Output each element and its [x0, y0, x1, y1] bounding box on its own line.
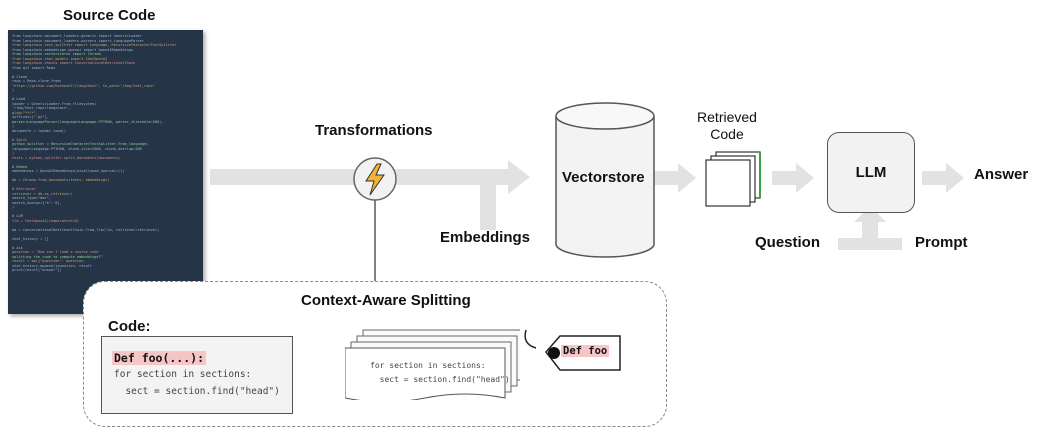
source-code-line: embeddings = OpenAIEmbeddings(disallowed… [12, 169, 125, 173]
source-code-line: parser=LanguageParser(language=Language.… [12, 119, 164, 124]
source-code-line: chat_history = [] [12, 236, 49, 241]
retrieved-code-label: Retrieved Code [697, 109, 757, 142]
source-code-title: Source Code [63, 7, 156, 24]
source-code-line: glob="**/*", [12, 110, 38, 115]
source-code-line: from langchain.vectorstores import Chrom… [12, 52, 101, 56]
def-foo-highlight: Def foo(...): [112, 351, 207, 365]
arrow-vectorstore-to-retrieved [654, 171, 680, 185]
source-code-line: "https://github.com/hwchase17/langchain"… [12, 83, 155, 88]
source-code-line: db = Chroma.from_documents(texts, embedd… [12, 178, 110, 182]
arrow-llm-to-answer [922, 171, 948, 185]
source-code-line: language=Language.PYTHON, chunk_size=200… [12, 146, 142, 151]
split-doc-line-2: sect = section.find("head") [370, 375, 510, 384]
transformations-title: Transformations [315, 122, 433, 139]
source-code-line: result = qa({"question": question, [12, 259, 86, 263]
code-label: Code: [108, 318, 151, 335]
metadata-tag-text: Def foo [561, 345, 610, 357]
source-code-line: ) [12, 205, 15, 209]
source-code-line: # LLM [12, 214, 23, 218]
source-code-line: from langchain.chat_models import ChatOp… [12, 56, 108, 61]
source-code-line: # Ask [12, 245, 23, 250]
code-example-box [101, 336, 293, 414]
split-doc-line-1: for section in sections: [370, 361, 486, 370]
llm-label: LLM [855, 164, 887, 181]
arrow-embeddings-stem [480, 184, 496, 230]
context-aware-splitting-title: Context-Aware Splitting [301, 292, 471, 309]
arrow-head-vectorstore [508, 160, 530, 194]
source-code-line: splitting the code to compute embeddings… [12, 254, 103, 259]
source-code-line: ) [12, 151, 15, 155]
source-code-line: qa = ConversationalRetrievalChain.from_l… [12, 227, 160, 232]
source-code-line: search_kwargs={"k": 8}, [12, 200, 62, 205]
source-code-line: ) [12, 88, 15, 92]
source-code-line: # Clone [12, 74, 28, 79]
source-code-line: # Split [12, 137, 28, 142]
source-code-screen: from langchain.document_loaders.generic … [8, 30, 203, 314]
source-code-line: "/tmp/test_repo/langchain", [12, 106, 71, 110]
source-code-line: suffixes=[".py"], [12, 115, 49, 119]
lightning-bolt-icon [365, 163, 385, 196]
source-code-line: llm = ChatOpenAI(temperature=0) [12, 218, 80, 223]
source-code-line: texts = python_splitter.split_documents(… [12, 155, 121, 160]
llm-box: LLM [827, 132, 915, 213]
question-label: Question [755, 234, 821, 251]
source-code-line: question = "How can I load a source code [12, 250, 99, 254]
transformations-icon [353, 157, 397, 201]
source-code-line: # Embed [12, 164, 28, 169]
source-code-line: from langchain.chains import Conversatio… [12, 61, 136, 65]
source-code-line: python_splitter = RecursiveCharacterText… [12, 142, 149, 146]
retrieved-code-docs-icon [705, 151, 761, 207]
arrow-question-prompt-join [838, 238, 902, 250]
vectorstore-label: Vectorstore [562, 169, 645, 186]
vectorstore-cylinder [555, 102, 655, 258]
split-documents-stack [345, 329, 524, 400]
source-code-line: ) [12, 124, 15, 128]
source-code-line: search_type="mmr", [12, 196, 51, 200]
tag-def-foo-highlight: Def foo [561, 345, 610, 357]
source-code-line: # Load [12, 97, 25, 101]
arrow-retrieved-to-llm [772, 171, 798, 185]
code-example-line-2: for section in sections: [114, 369, 252, 380]
embeddings-label: Embeddings [440, 229, 531, 246]
source-code-line: retriever = db.as_retriever( [12, 191, 73, 196]
source-code-line: repo = Repo.clone_from( [12, 79, 62, 83]
source-code-line: print(result["answer"]) [12, 268, 62, 272]
code-example-def-line: Def foo(...): [112, 351, 207, 365]
code-example-line-3: sect = section.find("head") [114, 386, 280, 397]
source-code-line: from langchain.document_loaders.parsers … [12, 38, 144, 43]
source-code-line: # Retriever [12, 187, 36, 191]
source-code-line: from langchain.text_splitter import Lang… [12, 43, 177, 47]
source-code-line: from git import Repo [12, 65, 56, 70]
source-code-line: loader = GenericLoader.from_filesystem( [12, 101, 97, 106]
prompt-label: Prompt [915, 234, 968, 251]
source-code-line: documents = loader.load() [12, 128, 67, 133]
answer-label: Answer [974, 166, 1029, 183]
source-code-line: from langchain.embeddings.openai import … [12, 47, 134, 52]
source-code-line: from langchain.document_loaders.generic … [12, 34, 142, 38]
source-code-line: chat_history.append((question, result [12, 263, 93, 268]
